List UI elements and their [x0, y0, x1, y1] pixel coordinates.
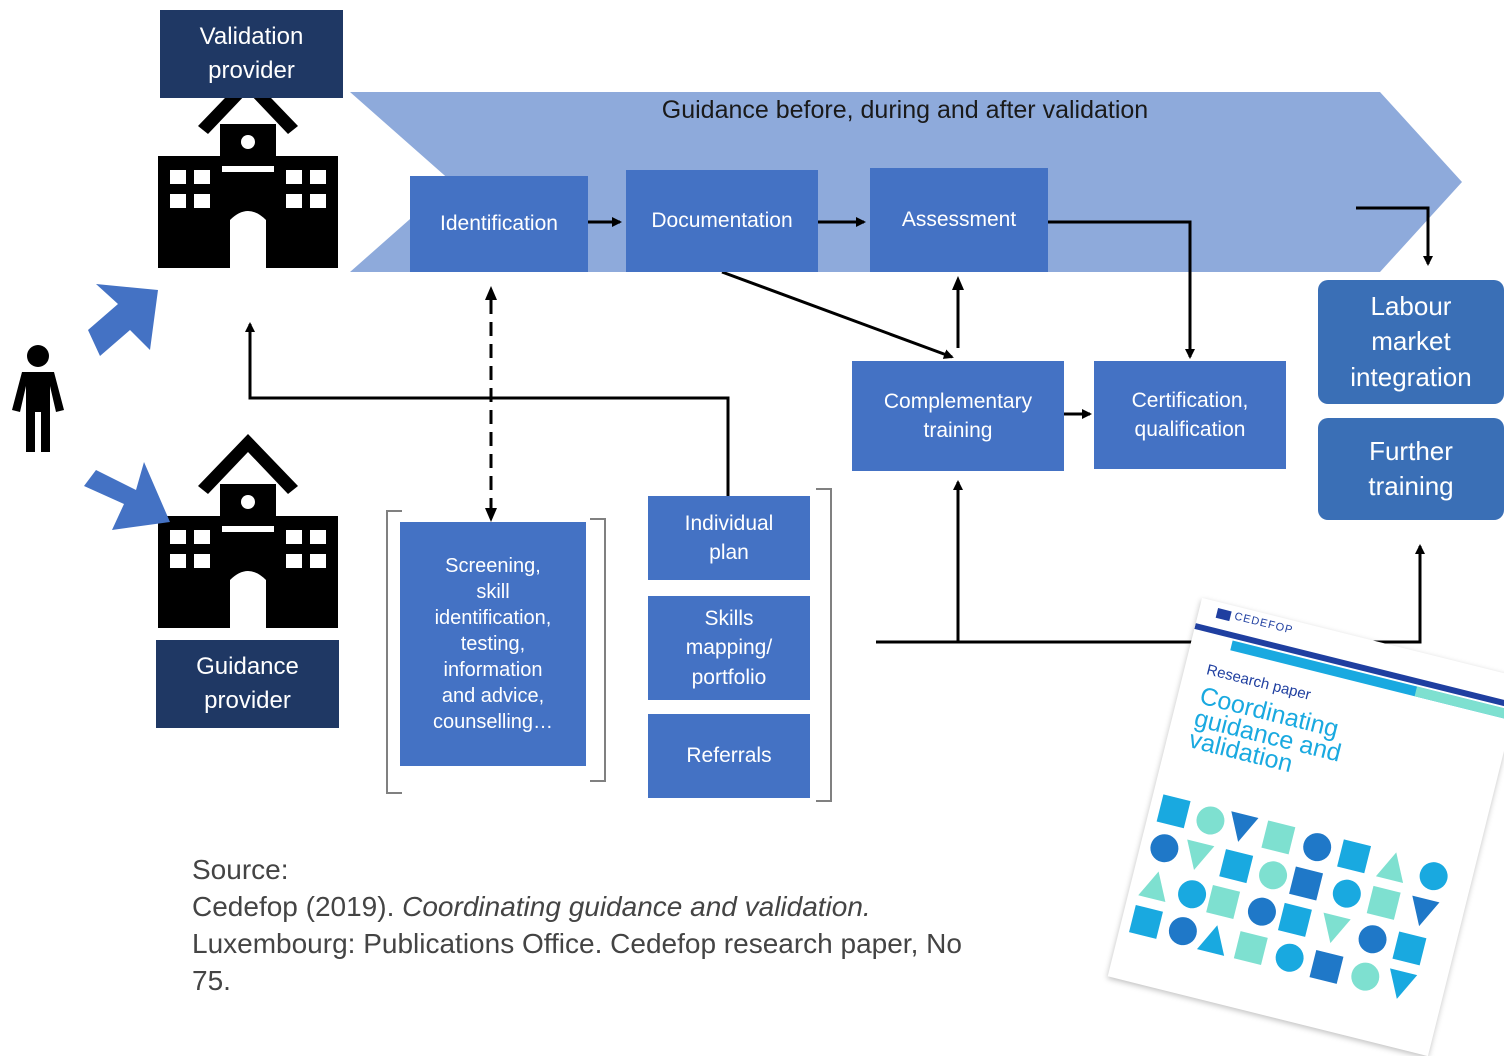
labour-market-box: Labour market integration — [1318, 280, 1504, 404]
source-text: Cedefop (2019). Coordinating guidance an… — [192, 889, 992, 1000]
arrow-to-labour-market — [1356, 206, 1433, 266]
arrow-plan-to-validation-provider — [245, 322, 730, 496]
eu-flag-icon — [1215, 608, 1232, 622]
source-heading: Source: — [192, 854, 289, 885]
guidance-provider-building-icon — [158, 434, 338, 628]
guidance-provider-label: Guidance provider — [156, 640, 339, 728]
arrow-to-further-training — [876, 544, 1425, 644]
citation-rest: Luxembourg: Publications Office. Cedefop… — [192, 927, 962, 996]
blue-arrow-icon — [88, 284, 158, 356]
cover-title: Coordinating guidance and validation — [1186, 681, 1345, 779]
identification-box: Identification — [410, 176, 588, 272]
documentation-box: Documentation — [626, 170, 818, 272]
screening-box: Screening, skill identification, testing… — [400, 522, 586, 766]
bracket-right-2 — [816, 488, 832, 802]
citation-title: Coordinating guidance and validation. — [402, 890, 871, 922]
banner-label: Guidance before, during and after valida… — [661, 96, 1149, 124]
arrow-documentation-complementary — [721, 270, 954, 359]
complementary-training-box: Complementary training — [852, 361, 1064, 471]
individual-plan-box: Individual plan — [648, 496, 810, 580]
skills-mapping-box: Skills mapping/ portfolio — [648, 596, 810, 700]
source-citation: Source: Cedefop (2019). Coordinating gui… — [192, 852, 992, 1000]
cover-pattern — [1129, 794, 1448, 999]
blue-arrow-icon — [84, 462, 170, 530]
bracket-left — [386, 510, 402, 794]
arrow-assessment-certification — [1048, 220, 1195, 359]
citation-prefix: Cedefop (2019). — [192, 890, 403, 922]
person-icon — [12, 345, 64, 452]
report-cover-image: CEDEFOP Research paper Coordinating guid… — [1107, 597, 1504, 1056]
referrals-box: Referrals — [648, 714, 810, 798]
bracket-right — [590, 518, 606, 782]
validation-provider-label: Validation provider — [160, 10, 343, 98]
validation-provider-building-icon — [158, 74, 338, 268]
further-training-box: Further training — [1318, 418, 1504, 520]
certification-box: Certification, qualification — [1094, 361, 1286, 469]
assessment-box: Assessment — [870, 168, 1048, 272]
